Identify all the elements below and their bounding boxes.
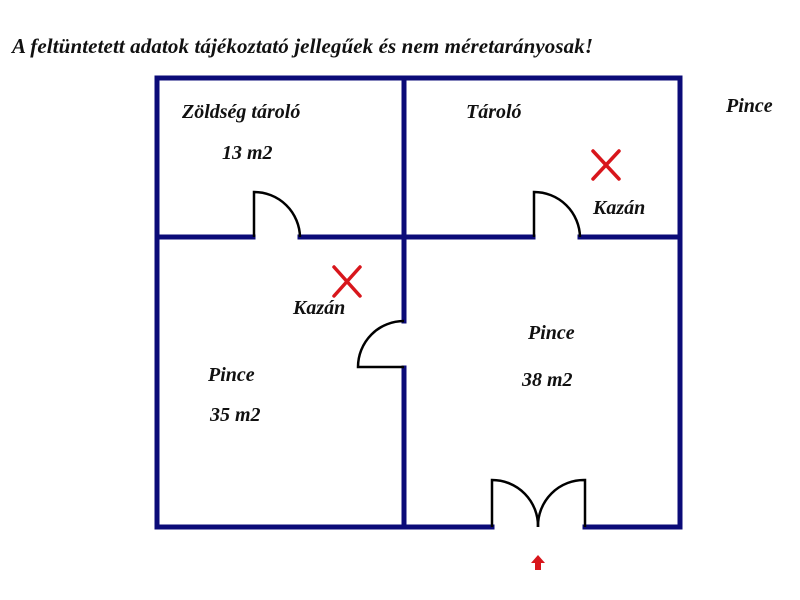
boiler-marker-icon	[332, 265, 362, 298]
arrow-up-icon	[531, 555, 545, 570]
door-vegetable-storage	[252, 190, 302, 238]
door-entrance-left	[490, 478, 540, 528]
door-cellar-connect	[356, 319, 405, 369]
floor-label: Pince	[726, 95, 773, 117]
room-name: Zöldség tároló	[182, 101, 301, 123]
room-area: 35 m2	[210, 404, 261, 426]
room-name: Tároló	[466, 101, 522, 123]
door-storage	[532, 190, 582, 238]
boiler-label: Kazán	[593, 197, 646, 219]
disclaimer-text: A feltüntetett adatok tájékoztató jelleg…	[12, 34, 594, 58]
room-name: Pince	[528, 322, 575, 344]
boiler-marker-icon	[591, 149, 621, 181]
door-entrance-right	[536, 478, 587, 528]
room-area: 38 m2	[522, 369, 573, 391]
room-name: Pince	[208, 364, 255, 386]
room-area: 13 m2	[222, 142, 273, 164]
boiler-label: Kazán	[293, 297, 346, 319]
